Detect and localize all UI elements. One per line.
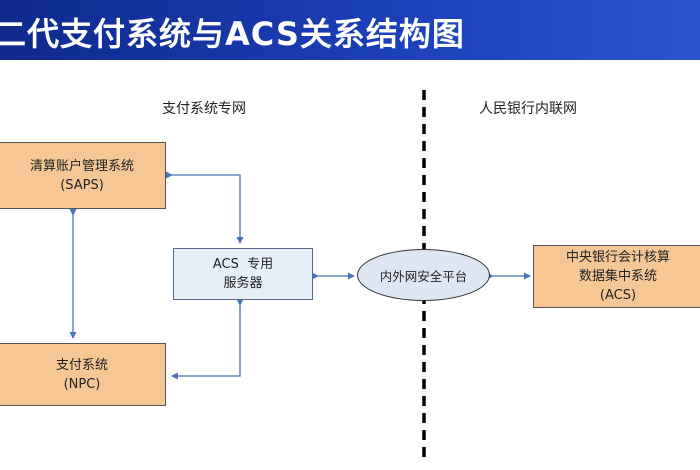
acs-system-line2: 数据集中系统 bbox=[578, 269, 657, 284]
npc-name: 支付系统 bbox=[55, 357, 108, 373]
acs-server-line1: ACS 专用 bbox=[212, 257, 274, 272]
acs-server-line2: 服务器 bbox=[223, 276, 263, 291]
npc-code: (NPC) bbox=[63, 376, 101, 392]
connector-server-npc bbox=[171, 299, 244, 380]
zone-label-pboc-intranet: 人民银行内联网 bbox=[479, 101, 577, 117]
acs-system-line1: 中央银行会计核算 bbox=[565, 250, 670, 265]
acs-server-box: ACS 专用 服务器 bbox=[173, 248, 313, 300]
saps-code: (SAPS) bbox=[60, 177, 104, 193]
zone-label-payment-network: 支付系统专网 bbox=[162, 101, 246, 117]
npc-box: 支付系统 (NPC) bbox=[0, 343, 166, 406]
acs-system-box: 中央银行会计核算 数据集中系统 (ACS) bbox=[533, 245, 700, 308]
saps-name: 清算账户管理系统 bbox=[29, 158, 134, 174]
acs-system-code: (ACS) bbox=[599, 288, 637, 303]
security-platform-node: 内外网安全平台 bbox=[357, 249, 490, 301]
connector-saps-server bbox=[166, 171, 244, 244]
saps-box: 清算账户管理系统 (SAPS) bbox=[0, 142, 166, 209]
security-platform-label: 内外网安全平台 bbox=[379, 268, 468, 284]
title-banner: 二代支付系统与ACS关系结构图 bbox=[0, 0, 700, 60]
page-title: 二代支付系统与ACS关系结构图 bbox=[0, 15, 465, 53]
